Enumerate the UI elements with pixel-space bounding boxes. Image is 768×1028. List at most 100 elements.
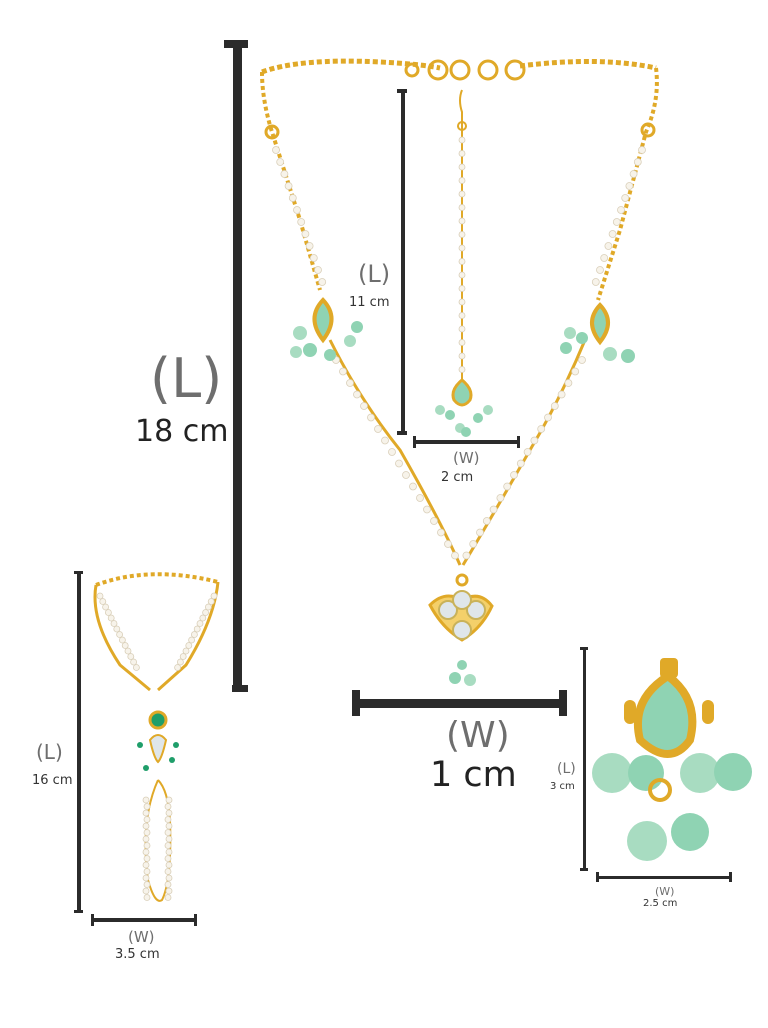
pearl-bead xyxy=(496,494,505,502)
pearl-bead xyxy=(288,194,297,202)
pearl-bead xyxy=(571,367,580,376)
pearl-bead xyxy=(143,855,151,862)
necklace-length-value: 18 cm xyxy=(135,414,229,449)
pearl-bead xyxy=(608,230,617,238)
pearl-bead xyxy=(276,158,285,166)
pearl-bead xyxy=(458,244,466,252)
pearl-bead xyxy=(284,182,293,190)
pearl-bead xyxy=(164,894,172,901)
pearl-bead xyxy=(165,835,173,843)
pearl-bead xyxy=(165,887,173,895)
pearl-bead xyxy=(557,390,566,399)
drop-length-value: 3 cm xyxy=(550,781,575,792)
pearl-bead xyxy=(596,266,604,274)
pearl-bead xyxy=(142,874,150,882)
pearl-bead xyxy=(272,146,280,154)
pearl-bead xyxy=(143,894,151,901)
pearl-bead xyxy=(96,592,104,600)
pearl-bead xyxy=(629,170,638,178)
pearl-bead xyxy=(142,887,150,895)
pearl-bead xyxy=(416,494,424,502)
pearl-bead xyxy=(143,816,151,823)
pearl-bead xyxy=(142,809,150,817)
pearl-bead xyxy=(165,874,173,882)
pearl-bead xyxy=(165,848,173,856)
maang-tikka-image xyxy=(435,89,493,437)
pearl-bead xyxy=(204,603,212,611)
pearl-bead xyxy=(458,190,466,198)
pearl-bead xyxy=(210,592,218,600)
pearl-bead xyxy=(544,413,552,422)
pearl-bead xyxy=(185,642,193,649)
necklace-right-motif xyxy=(560,302,635,363)
pearl-bead xyxy=(638,146,646,154)
pearl-bead xyxy=(207,598,215,605)
pearl-bead xyxy=(305,242,314,250)
pearl-bead xyxy=(142,822,150,830)
pearl-bead xyxy=(458,285,466,292)
pearl-bead xyxy=(458,325,466,333)
pearl-bead xyxy=(564,379,573,387)
pearl-bead xyxy=(164,868,172,875)
pearl-bead xyxy=(107,614,115,622)
pearl-bead xyxy=(99,598,107,605)
pearl-bead xyxy=(142,796,150,804)
pearl-bead xyxy=(353,390,361,399)
pearl-bead xyxy=(165,796,173,804)
pearl-bead xyxy=(164,842,172,849)
necklace-width-value: 1 cm xyxy=(430,755,517,795)
pearl-bead xyxy=(142,861,150,869)
pearl-bead xyxy=(600,254,609,262)
pearl-bead xyxy=(388,448,396,456)
pearl-bead xyxy=(301,230,310,238)
pearl-bead xyxy=(116,631,123,638)
harness-width-label: (W) xyxy=(128,928,155,946)
pearl-bead xyxy=(458,150,466,157)
pearl-bead xyxy=(143,842,151,849)
pearl-bead xyxy=(374,425,382,433)
pearl-bead xyxy=(458,352,466,360)
pearl-bead xyxy=(193,625,201,633)
pearl-bead xyxy=(530,436,539,445)
necklace-pearls xyxy=(272,146,646,560)
necklace-left-motif xyxy=(290,297,363,361)
pearl-bead xyxy=(451,551,459,560)
pearl-bead xyxy=(309,254,318,262)
pearl-bead xyxy=(293,206,301,214)
pearl-bead xyxy=(458,177,466,184)
pearl-bead xyxy=(458,204,466,211)
pearl-bead xyxy=(196,620,204,627)
pearl-bead xyxy=(174,664,182,671)
pearl-bead xyxy=(523,448,532,456)
pearl-bead xyxy=(113,625,121,633)
pearl-bead xyxy=(510,471,518,479)
pearl-bead xyxy=(121,642,129,649)
pearl-bead xyxy=(578,356,586,364)
pearl-bead xyxy=(199,614,207,622)
pearl-bead xyxy=(402,471,410,479)
harness-length-label: (L) xyxy=(36,740,63,764)
drop-closeup-image xyxy=(592,658,752,861)
pearl-bead xyxy=(458,366,466,373)
harness-width-value: 3.5 cm xyxy=(115,947,160,962)
necklace-length-bar xyxy=(224,40,248,692)
pearl-bead xyxy=(164,881,172,888)
pearl-bead xyxy=(202,609,210,616)
pearl-bead xyxy=(458,231,466,238)
pearl-bead xyxy=(102,603,109,611)
tikka-width-value: 2 cm xyxy=(441,470,474,485)
necklace-length-label: (L) xyxy=(150,347,223,410)
pearl-bead xyxy=(165,822,173,830)
pearl-bead xyxy=(367,413,375,422)
harness-pearls xyxy=(96,592,218,901)
pearl-bead xyxy=(143,881,151,888)
pearl-bead xyxy=(621,194,630,202)
tikka-length-value: 11 cm xyxy=(349,295,390,310)
pearl-bead xyxy=(164,855,172,862)
pearl-bead xyxy=(423,505,431,514)
tikka-length-label: (L) xyxy=(358,260,391,288)
pearl-bead xyxy=(550,402,559,410)
pearl-bead xyxy=(339,367,347,376)
pearl-bead xyxy=(489,505,498,514)
